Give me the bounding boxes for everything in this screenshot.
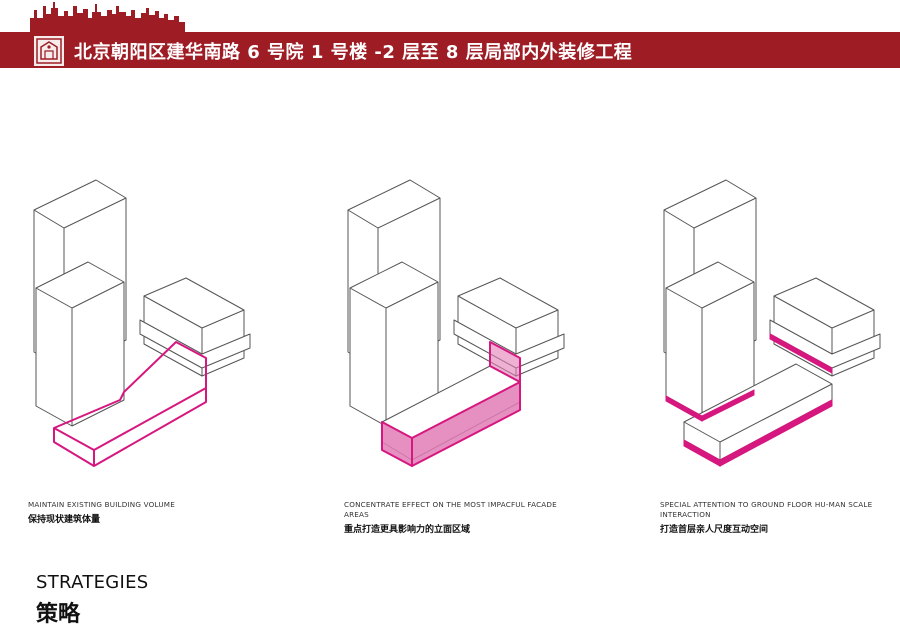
podium-outline (53, 341, 207, 467)
caption-3-en: SPECIAL ATTENTION TO GROUND FLOOR HU-MAN… (660, 500, 873, 519)
caption-3: SPECIAL ATTENTION TO GROUND FLOOR HU-MAN… (660, 500, 890, 535)
caption-2-zh: 重点打造更具影响力的立面区域 (344, 525, 471, 535)
page-title: 北京朝阳区建华南路 6 号院 1 号楼 -2 层至 8 层局部内外装修工程 (74, 42, 633, 63)
section-title-en: STRATEGIES (36, 572, 149, 593)
building-emblem-icon (34, 36, 64, 66)
facade-highlight (381, 341, 521, 467)
caption-2: CONCENTRATE EFFECT ON THE MOST IMPACFUL … (344, 500, 574, 535)
diagram-facade-focus (347, 179, 565, 467)
caption-1-zh: 保持现状建筑体量 (28, 515, 101, 525)
tower-front (35, 261, 125, 427)
caption-1: MAINTAIN EXISTING BUILDING VOLUME 保持现状建筑… (28, 500, 258, 525)
header-banner: 北京朝阳区建华南路 6 号院 1 号楼 -2 层至 8 层局部内外装修工程 (0, 32, 900, 68)
section-title-zh: 策略 (36, 602, 81, 627)
skyline-silhouette (30, 2, 185, 34)
ground-floor-band (665, 333, 833, 467)
caption-3-zh: 打造首层亲人尺度互动空间 (660, 525, 769, 535)
diagram-maintain-volume (33, 179, 251, 467)
caption-1-en: MAINTAIN EXISTING BUILDING VOLUME (28, 500, 175, 509)
diagram-ground-floor (663, 179, 881, 467)
caption-2-en: CONCENTRATE EFFECT ON THE MOST IMPACFUL … (344, 500, 557, 519)
